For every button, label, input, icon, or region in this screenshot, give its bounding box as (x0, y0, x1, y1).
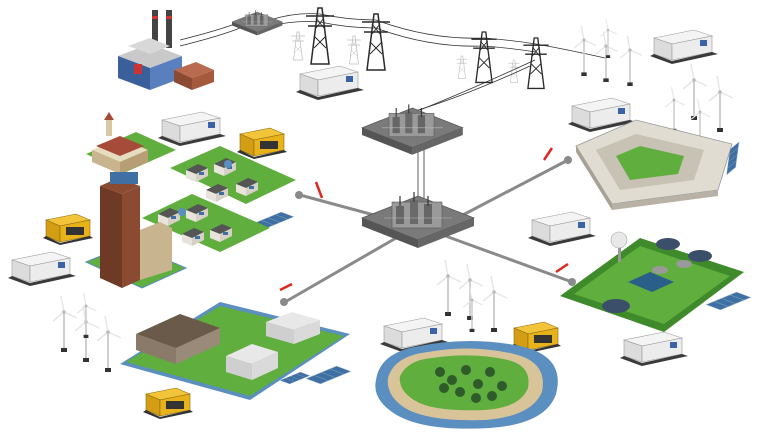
high-rise-icon (84, 172, 188, 289)
substation-icon (231, 9, 283, 36)
substation-icon (361, 103, 464, 156)
military-base-icon (575, 119, 733, 210)
water-treatment-icon (560, 231, 744, 332)
campus-icon (120, 302, 350, 400)
circuit-breaker-icon (279, 147, 576, 306)
island-icon (375, 341, 558, 429)
power-plant-icon (118, 10, 214, 90)
campus-icon (86, 112, 176, 174)
residential-icon (142, 146, 296, 252)
